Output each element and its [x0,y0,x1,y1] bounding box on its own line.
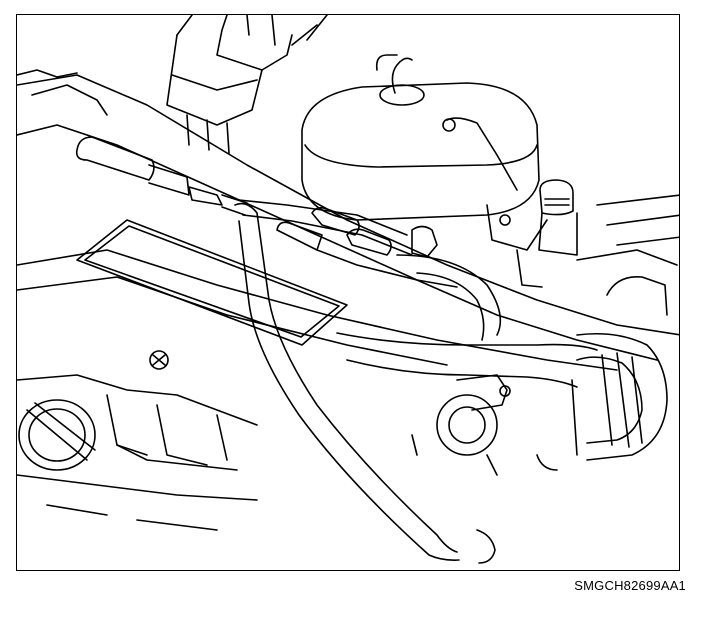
fuel-rail-hoses [75,136,248,216]
lower-left-assembly [17,374,258,471]
intake-duct [336,332,668,461]
engine-line-art [17,15,679,564]
background-components [576,194,679,316]
mounting-bolt [149,350,169,370]
filler-cap [538,179,578,256]
engine-cover [17,69,679,371]
cover-pad [76,219,348,346]
engine-bay-illustration [16,14,680,571]
throttle-bracket [166,15,328,154]
throttle-pulley [411,374,558,476]
hose-loop [396,254,502,341]
fuel-line-connectors [238,199,458,288]
reservoir-bracket [486,204,548,288]
vacuum-hose [234,202,496,564]
figure-code: SMGCH82699AA1 [574,578,686,593]
lower-structure [17,474,258,531]
coolant-reservoir [301,54,540,221]
